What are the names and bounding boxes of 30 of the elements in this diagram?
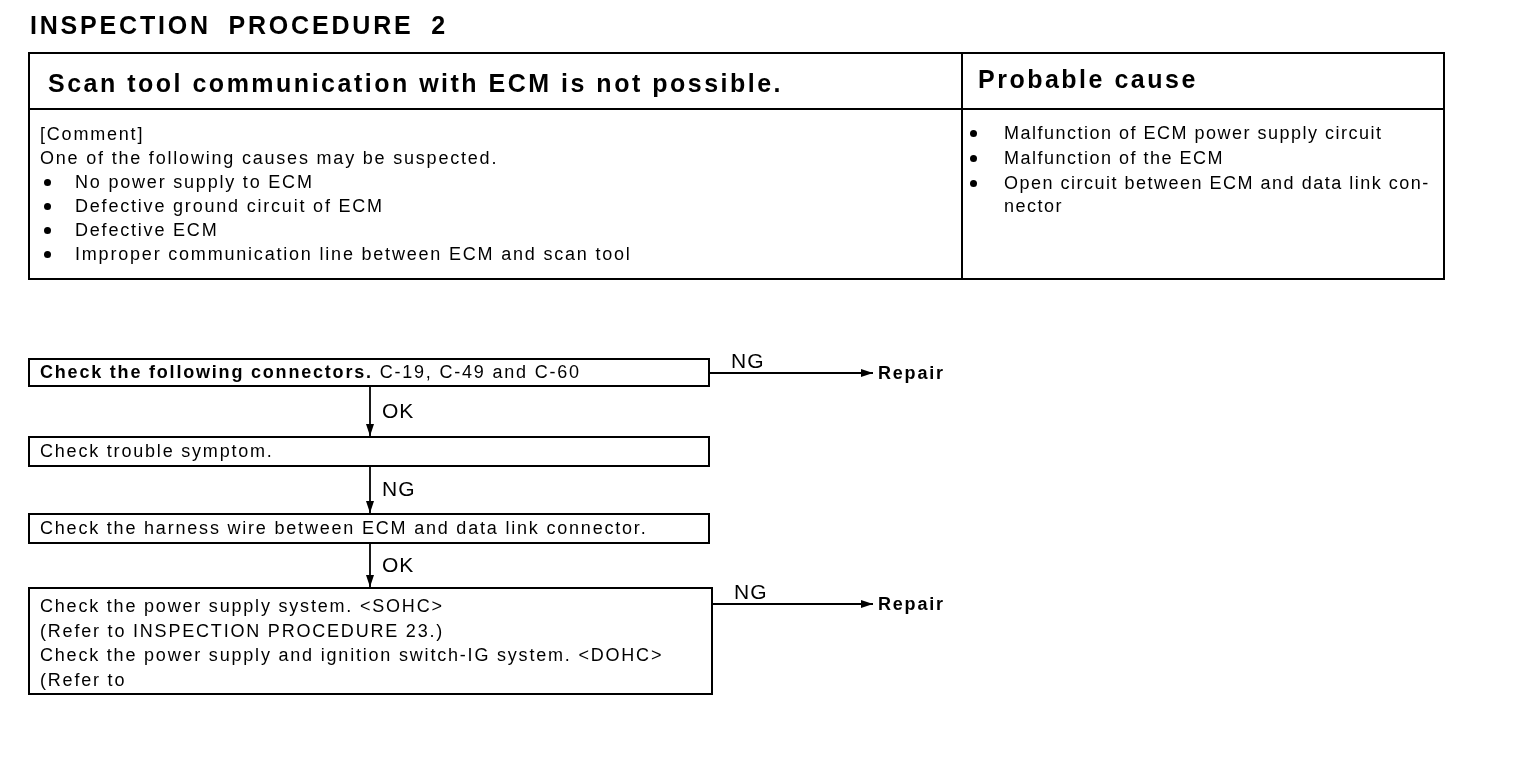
- step-text: Check the power supply and ignition switch-IG system. <DOHC>: [40, 644, 665, 667]
- arrow: [709, 369, 874, 377]
- list-item: Malfunction of ECM power supply circuit: [1004, 121, 1383, 145]
- list-item: Open circuit between ECM and data link con-nector: [1004, 171, 1431, 218]
- list-item: Defective ECM: [75, 219, 219, 242]
- note-text: One of the following causes may be suspected.: [40, 147, 499, 170]
- step-text: Check the following connectors. C-19, C-49 and C-60: [40, 361, 582, 384]
- step-text: Check the harness wire between ECM and data link connector.: [40, 517, 649, 540]
- list-item: Defective ground circuit of ECM: [75, 195, 384, 218]
- step-text: (Refer to INSPECTION PROCEDURE 23.): [40, 619, 446, 643]
- step-text: (Refer to: [40, 668, 128, 692]
- arrow: [366, 386, 374, 437]
- step-text: Check the power supply system. <SOHC>: [40, 595, 445, 618]
- note-text: [Comment]: [40, 122, 145, 146]
- arrow: [366, 543, 374, 588]
- process-box: [28, 513, 710, 544]
- step-text: Check trouble symptom.: [40, 440, 275, 463]
- page-title: INSPECTION PROCEDURE 2: [30, 10, 448, 40]
- arrow: [366, 466, 374, 514]
- process-box: [28, 358, 710, 387]
- action-text: Repair: [878, 592, 945, 616]
- column-header: Scan tool communication with ECM is not possible.: [48, 68, 784, 98]
- list-item: Improper communication line between ECM and scan tool: [75, 242, 632, 266]
- column-header: Probable cause: [978, 64, 1198, 94]
- process-box: [28, 436, 710, 467]
- list-item: Malfunction of the ECM: [1004, 146, 1225, 170]
- action-text: Repair: [878, 361, 945, 385]
- arrow: [712, 600, 874, 608]
- list-item: No power supply to ECM: [75, 171, 314, 194]
- process-box: [28, 587, 713, 695]
